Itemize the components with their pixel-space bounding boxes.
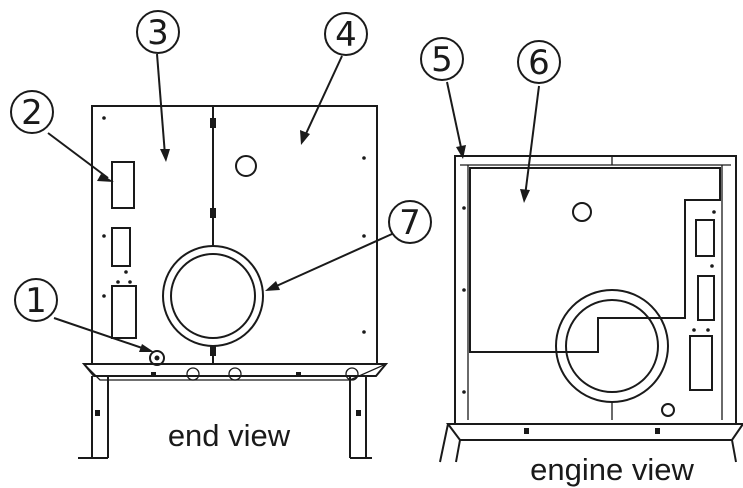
end-view-exhaust-outer xyxy=(162,245,264,347)
engine-view-cutout-bottom xyxy=(689,335,713,391)
callout-5-number: 5 xyxy=(431,40,453,80)
end-view-exhaust-inner xyxy=(170,253,256,339)
callout-3: 3 xyxy=(136,10,180,54)
callout-6: 6 xyxy=(517,40,561,84)
callout-1: 1 xyxy=(14,278,58,322)
callout-3-bubble xyxy=(136,10,180,54)
callout-3-number: 3 xyxy=(147,13,169,53)
callout-4-number: 4 xyxy=(335,15,357,55)
engine-view-cutout-top xyxy=(695,219,715,257)
engine-view-drawing xyxy=(439,155,743,463)
end-view-left-leg xyxy=(91,376,109,458)
engine-view-door-panel xyxy=(469,167,721,353)
callout-2-number: 2 xyxy=(21,93,43,133)
end-view-right-leg xyxy=(349,376,367,458)
end-view-drawing xyxy=(78,105,389,459)
callout-7-number: 7 xyxy=(399,203,421,243)
callout-5: 5 xyxy=(420,37,464,81)
callout-1-bubble xyxy=(14,278,58,322)
callout-2: 2 xyxy=(10,90,54,134)
end-view-cutout-top xyxy=(111,161,135,209)
end-view-label: end view xyxy=(168,418,291,453)
engine-view-frame xyxy=(454,155,737,425)
callout-2-bubble xyxy=(10,90,54,134)
end-view-panel-outline xyxy=(91,105,378,365)
callout-leaders xyxy=(47,53,540,352)
engine-view-small-port xyxy=(572,202,592,222)
callout-4: 4 xyxy=(324,12,368,56)
engine-view-drain xyxy=(661,403,675,417)
callout-1-number: 1 xyxy=(25,281,47,321)
engine-view-base-rail xyxy=(446,423,743,441)
callout-7: 7 xyxy=(388,200,432,244)
end-view-cutout-mid xyxy=(111,227,131,267)
end-view-small-port xyxy=(235,155,257,177)
engine-view-exhaust-inner xyxy=(565,299,659,393)
engine-view-cutout-mid xyxy=(697,275,715,321)
callout-6-bubble xyxy=(517,40,561,84)
callout-7-bubble xyxy=(388,200,432,244)
callout-4-bubble xyxy=(324,12,368,56)
end-view-cutout-bottom xyxy=(111,285,137,339)
callout-6-number: 6 xyxy=(528,43,550,83)
engine-view-label: engine view xyxy=(530,452,694,487)
callout-5-bubble xyxy=(420,37,464,81)
end-view-base-rail xyxy=(81,363,389,377)
engine-view-exhaust-outer xyxy=(555,289,669,403)
